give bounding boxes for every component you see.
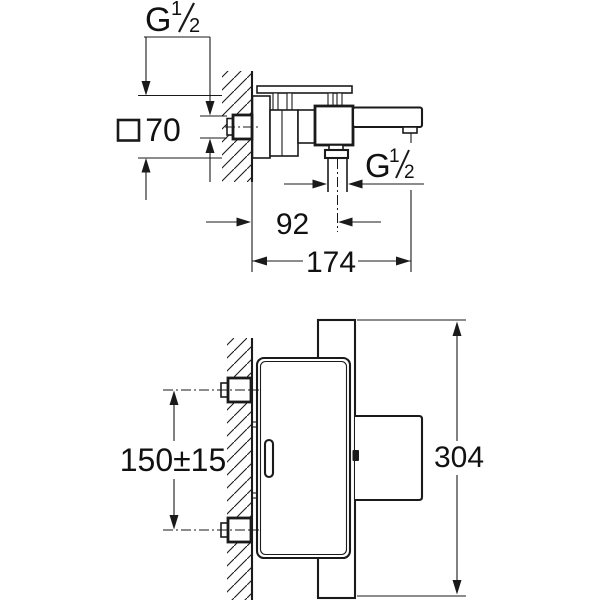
- spout-outlet-nub: [402, 126, 418, 134]
- arrow-left-icon: [348, 179, 363, 189]
- mixer-top-cover: [256, 85, 353, 94]
- thread-wall-denominator: 2: [189, 15, 200, 37]
- thread-spout-letter: G: [365, 147, 391, 184]
- thread-spout-numerator: 1: [389, 146, 400, 167]
- thread-wall-letter: G: [145, 1, 171, 39]
- handle-stem: [286, 92, 293, 111]
- arrow-up-icon: [141, 158, 151, 173]
- escutcheon-plate-side: [251, 95, 271, 159]
- arrow-up-icon: [169, 390, 179, 405]
- mixer-body-block: [269, 109, 299, 157]
- arrow-up-icon: [452, 321, 462, 336]
- arrow-right-icon: [396, 256, 411, 266]
- diverter-button: [352, 450, 359, 461]
- arrow-down-icon: [205, 101, 215, 116]
- arrow-left-icon: [338, 217, 353, 227]
- escutcheon-plate-front: [255, 356, 352, 560]
- dimension-total-depth: 174: [252, 133, 412, 279]
- arrow-down-icon: [452, 580, 462, 595]
- dimension-total-height: 304: [357, 319, 484, 597]
- fraction-slash: [395, 149, 410, 179]
- square-symbol-icon: [116, 118, 141, 142]
- handle-stem: [272, 92, 279, 111]
- arrow-right-icon: [312, 179, 327, 189]
- dimension-spout-offset: 92: [206, 182, 381, 272]
- handle-stem: [336, 92, 343, 107]
- arrow-down-icon: [169, 515, 179, 530]
- connection-spacing-value: 150±15: [120, 442, 227, 478]
- mixer-cube-housing: [313, 104, 355, 147]
- dimension-connection-spacing: 150±15: [120, 390, 227, 530]
- arrow-up-icon: [205, 138, 215, 153]
- fraction-slash: [178, 2, 195, 33]
- side-view: G 1 2 70 92: [116, 0, 424, 279]
- dimension-plate-size: 70: [116, 37, 222, 200]
- spout: [351, 106, 424, 129]
- arrow-down-icon: [141, 81, 151, 96]
- total-height-value: 304: [434, 441, 484, 474]
- spout-offset-value: 92: [276, 208, 309, 241]
- dimension-thread-wall: G 1 2: [144, 0, 227, 182]
- handle-stem: [327, 92, 334, 107]
- total-depth-value: 174: [306, 246, 356, 279]
- plate-size-value: 70: [145, 112, 181, 148]
- thread-spout-denominator: 2: [404, 162, 415, 183]
- spout-profile-block: [355, 414, 424, 502]
- handle-grip-slot: [263, 438, 275, 479]
- thread-wall-numerator: 1: [171, 0, 182, 20]
- front-view: 150±15 304: [120, 318, 484, 600]
- shower-outlet-nut: [323, 148, 350, 160]
- mixer-body-connector: [297, 109, 316, 144]
- dimension-thread-spout: G 1 2: [284, 146, 424, 189]
- escutcheon-plate-inner: [259, 360, 348, 556]
- arrow-right-icon: [236, 217, 251, 227]
